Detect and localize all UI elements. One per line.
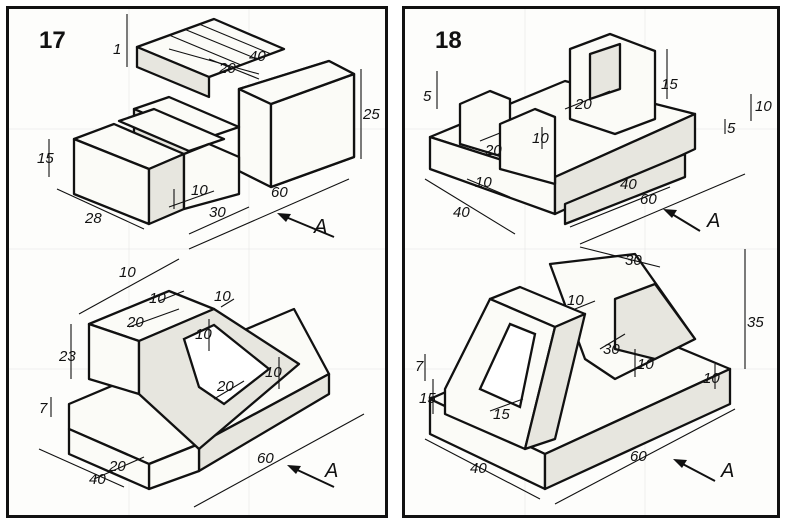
- dim-label: 20: [108, 458, 126, 475]
- dim-label: 10: [532, 130, 549, 147]
- view-arrow-bottom-18: A: [673, 459, 734, 482]
- dim-label: 7: [415, 358, 424, 375]
- top-part-18-dimensions: 5 20 15 10 10 5 20 10 40 60 40: [423, 49, 772, 245]
- view-direction-label: A: [720, 460, 734, 482]
- dim-label: 10: [214, 288, 231, 305]
- dim-label: 10: [755, 98, 772, 115]
- dim-label: 15: [37, 150, 54, 167]
- exercise-number: 17: [39, 27, 66, 54]
- view-arrow-top-18: A: [663, 209, 720, 232]
- dim-label: 30: [209, 204, 226, 221]
- isometric-drawing-17: 1 40 20 25 15 28 10 30 60: [9, 9, 385, 515]
- top-part-17-dimensions: 1 40 20 25 15 28 10 30 60: [37, 14, 380, 250]
- dim-label: 10: [195, 326, 212, 343]
- dim-label: 20: [484, 142, 502, 159]
- dim-label: 40: [89, 471, 106, 488]
- dim-label: 23: [58, 348, 76, 365]
- dim-label: 28: [84, 210, 102, 227]
- dim-label: 40: [249, 48, 266, 65]
- dim-label: 60: [640, 191, 657, 208]
- dim-label: 10: [703, 370, 720, 387]
- dim-label: 7: [39, 400, 48, 417]
- dim-label: 10: [567, 292, 584, 309]
- exercise-panel-18: 18: [402, 6, 780, 518]
- dim-label: 10: [191, 182, 208, 199]
- dim-label: 60: [257, 450, 274, 467]
- dim-label: 1: [113, 41, 121, 58]
- dim-label: 30: [625, 252, 642, 269]
- bottom-part-18: [428, 252, 732, 491]
- dim-label: 5: [727, 120, 736, 137]
- dim-label: 30: [603, 341, 620, 358]
- dim-label: 20: [216, 378, 234, 395]
- view-direction-label: A: [313, 216, 327, 238]
- dim-label: 25: [362, 106, 380, 123]
- dim-label: 10: [637, 356, 654, 373]
- dim-label: 60: [271, 184, 288, 201]
- dim-label: 15: [661, 76, 678, 93]
- dim-label: 40: [470, 460, 487, 477]
- dim-label: 40: [453, 204, 470, 221]
- dim-label: 10: [265, 364, 282, 381]
- bottom-part-17: [67, 289, 331, 491]
- dim-label: 10: [119, 264, 136, 281]
- view-direction-label: A: [324, 460, 338, 482]
- top-part-17: [72, 17, 356, 226]
- isometric-drawing-18: 5 20 15 10 10 5 20 10 40 60 40: [405, 9, 777, 515]
- dim-label: 40: [620, 176, 637, 193]
- dim-label: 35: [747, 314, 764, 331]
- exercise-panel-17: 17: [6, 6, 388, 518]
- dim-label: 20: [574, 96, 592, 113]
- dim-label: 10: [149, 290, 166, 307]
- dim-label: 20: [218, 60, 236, 77]
- dim-label: 15: [419, 390, 436, 407]
- dim-label: 10: [475, 174, 492, 191]
- dim-label: 15: [493, 406, 510, 423]
- top-part-18: [428, 32, 697, 226]
- view-arrow-bottom-17: A: [287, 460, 338, 488]
- dim-label: 5: [423, 88, 432, 105]
- exercise-number: 18: [435, 27, 462, 54]
- view-direction-label: A: [706, 210, 720, 232]
- bottom-part-18-dimensions: 30 10 35 30 10 7 15 10 15 40 60: [415, 246, 764, 505]
- dim-label: 60: [630, 448, 647, 465]
- bottom-part-17-dimensions: 10 10 10 20 10 23 20 10 7 20 40 60: [38, 258, 365, 508]
- view-arrow-top-17: A: [277, 213, 335, 238]
- dim-label: 20: [126, 314, 144, 331]
